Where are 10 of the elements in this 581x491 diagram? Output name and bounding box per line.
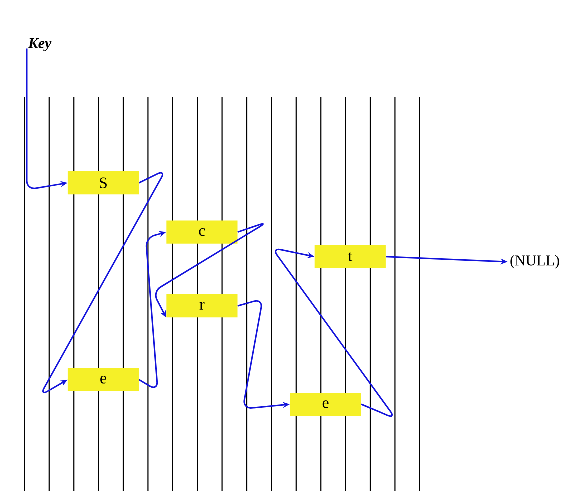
arrow [42,172,164,394]
list-cell: e [290,392,362,416]
list-cell: e [68,368,140,392]
arrow [275,248,393,418]
list-cell: t [314,245,386,268]
list-cell: c [166,220,238,244]
key-label: Key [28,38,52,52]
null-label: (NULL) [510,255,560,269]
list-cell: r [166,294,238,318]
list-cell: S [68,172,140,195]
